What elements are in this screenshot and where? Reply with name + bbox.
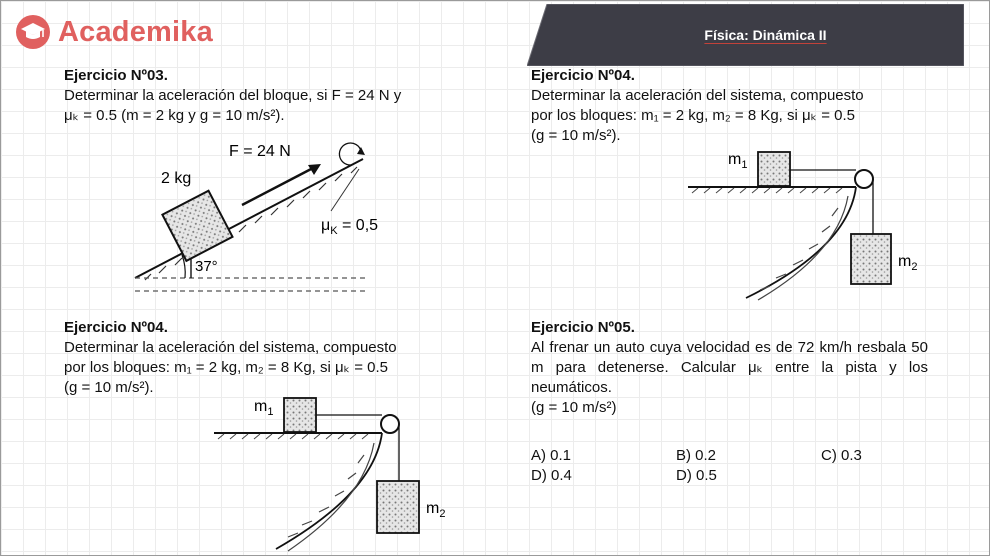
block-m1 [757, 151, 791, 187]
option-b[interactable]: B) 0.2 [676, 447, 717, 464]
pulley-diagram-b: m1 m2 [214, 397, 445, 552]
table-hatching [691, 187, 843, 194]
m1-label: m1 [254, 398, 273, 418]
block-m2 [850, 233, 892, 285]
exercise-text: (g = 10 m/s²). [531, 127, 621, 144]
exercise-03: Ejercicio Nº03. Determinar la aceleració… [64, 66, 474, 126]
support-hatching [757, 195, 849, 301]
curved-support [745, 186, 857, 299]
m2-label: m2 [426, 500, 445, 520]
title-ribbon: Física: Dinámica II [527, 4, 964, 66]
m1-label: m1 [728, 151, 747, 171]
exercise-text: (g = 10 m/s²) [531, 399, 617, 416]
curved-support [275, 432, 383, 550]
rotation-arrowhead [357, 147, 365, 155]
exercise-text: Determinar la aceleración del sistema, c… [531, 87, 864, 104]
exercise-title: Ejercicio Nº05. [531, 319, 635, 336]
m2-label: m2 [898, 253, 917, 273]
pulley-icon [854, 169, 874, 189]
block-m1 [283, 397, 317, 433]
block-2kg [161, 189, 234, 263]
exercise-text: μₖ = 0.5 (m = 2 kg y g = 10 m/s²). [64, 107, 285, 124]
rotation-arrow-icon [338, 142, 362, 166]
exercise-title: Ejercicio Nº04. [531, 67, 635, 84]
force-arrow [241, 166, 314, 207]
exercise-text: Al frenar un auto cuya velocidad es de 7… [531, 339, 928, 396]
exercise-text: Determinar la aceleración del bloque, si… [64, 87, 402, 104]
option-a[interactable]: A) 0.1 [531, 447, 572, 464]
graduation-cap-icon [16, 15, 50, 49]
force-label: F = 24 N [229, 143, 291, 160]
support-hatching [287, 442, 375, 552]
incline-surface [134, 158, 364, 279]
block-m2 [376, 480, 420, 534]
exercise-title: Ejercicio Nº04. [64, 319, 168, 336]
exercise-title: Ejercicio Nº03. [64, 67, 168, 84]
exercise-04-a: Ejercicio Nº04. Determinar la aceleració… [531, 66, 927, 146]
page-title: Física: Dinámica II [704, 27, 827, 43]
brand-name: Academika [58, 15, 213, 48]
mass-label: 2 kg [161, 170, 191, 187]
incline-diagram: 37° 2 kg F = 24 N μK = 0,5 [134, 142, 378, 292]
angle-arc [181, 254, 186, 279]
exercise-text: Determinar la aceleración del sistema, c… [64, 339, 397, 356]
option-e[interactable]: D) 0.5 [676, 467, 717, 484]
exercise-text: por los bloques: m₁ = 2 kg, m₂ = 8 Kg, s… [64, 359, 388, 376]
pulley-icon [380, 414, 400, 434]
pulley-diagram-a: m1 m2 [688, 151, 917, 301]
exercise-text: por los bloques: m₁ = 2 kg, m₂ = 8 Kg, s… [531, 107, 855, 124]
force-arrowhead [308, 164, 321, 175]
option-c[interactable]: C) 0.3 [821, 447, 862, 464]
exercise-04-b: Ejercicio Nº04. Determinar la aceleració… [64, 318, 462, 398]
mu-label: μK = 0,5 [321, 217, 378, 237]
angle-label: 37° [195, 258, 218, 275]
exercise-05: Ejercicio Nº05. Al frenar un auto cuya v… [531, 318, 928, 418]
leader-line [330, 168, 360, 212]
exercise-text: (g = 10 m/s²). [64, 379, 154, 396]
table-hatching [217, 433, 369, 440]
brand: Academika [16, 14, 213, 50]
option-d[interactable]: D) 0.4 [531, 467, 572, 484]
